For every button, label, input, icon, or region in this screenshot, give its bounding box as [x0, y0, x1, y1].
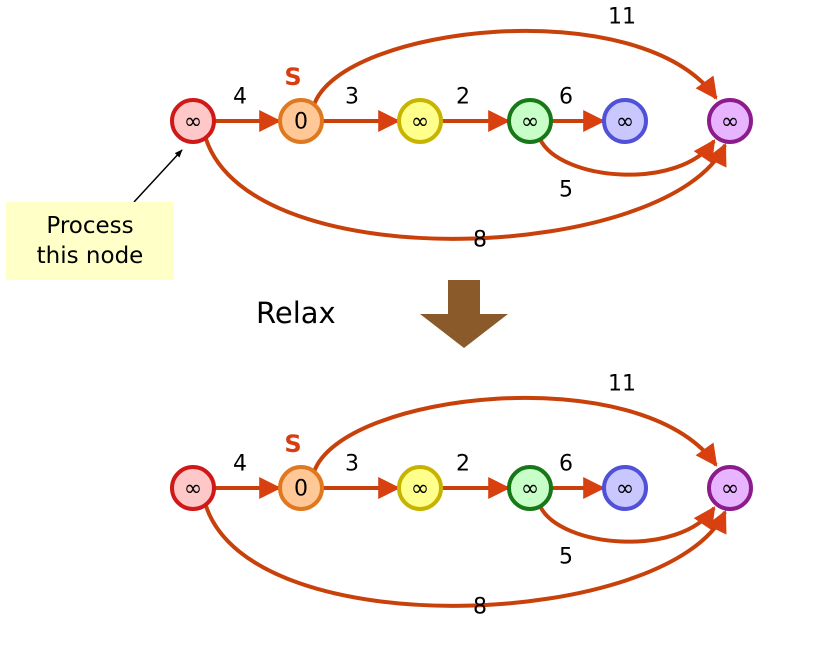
- top-edge-a-to-f: [204, 138, 727, 241]
- bottom-source-label: S: [284, 430, 301, 458]
- top-weight-a-to-s: 4: [233, 85, 247, 110]
- top-node-e-value: ∞: [616, 110, 634, 135]
- top-node-f: [707, 98, 753, 144]
- bottom-weight-d-to-f: 5: [559, 545, 573, 570]
- top-node-a: [170, 98, 216, 144]
- bottom-edge-d-to-f: [538, 505, 716, 544]
- top-weight-d-to-f: 5: [559, 178, 573, 203]
- top-weight-a-to-f: 8: [473, 228, 487, 253]
- bottom-weight-s-to-f: 11: [608, 372, 636, 397]
- bottom-weight-s-to-c: 3: [345, 452, 359, 477]
- top-node-f-value: ∞: [721, 110, 739, 135]
- top-node-d: [507, 98, 553, 144]
- bottom-node-s-value: 0: [294, 477, 308, 502]
- top-node-a-value: ∞: [184, 110, 202, 135]
- relax-label: Relax: [256, 296, 336, 330]
- bottom-edge-s-to-f: [312, 395, 718, 473]
- bottom-node-e-value: ∞: [616, 477, 634, 502]
- top-edge-d-to-f: [538, 138, 716, 177]
- bottom-node-f: [707, 465, 753, 511]
- graph-after-relax: 4 3 2 6 11 5 8 ∞ 0 ∞ ∞ ∞ ∞ S: [170, 372, 753, 620]
- callout-line-2: this node: [36, 243, 144, 269]
- process-node-callout: Process this node: [6, 202, 174, 280]
- bottom-node-c-value: ∞: [411, 477, 429, 502]
- bottom-weight-d-to-e: 6: [559, 452, 573, 477]
- bottom-node-e: [602, 465, 648, 511]
- top-weight-s-to-c: 3: [345, 85, 359, 110]
- bottom-node-s: [278, 465, 324, 511]
- bottom-weight-c-to-d: 2: [456, 452, 470, 477]
- bottom-weight-a-to-f: 8: [473, 595, 487, 620]
- bottom-weight-a-to-s: 4: [233, 452, 247, 477]
- graph-before-relax: 4 3 2 6 11 5 8 ∞ 0 ∞ ∞ ∞ ∞ S: [170, 5, 753, 253]
- top-node-s-value: 0: [294, 110, 308, 135]
- bottom-node-d: [507, 465, 553, 511]
- callout-pointer-line: [133, 149, 183, 203]
- bottom-node-d-value: ∞: [521, 477, 539, 502]
- bottom-node-a: [170, 465, 216, 511]
- callout-line-1: Process: [46, 213, 134, 239]
- top-weight-c-to-d: 2: [456, 85, 470, 110]
- top-node-c: [397, 98, 443, 144]
- down-arrow-icon: [420, 280, 508, 348]
- top-edge-s-to-f: [312, 28, 718, 106]
- top-node-d-value: ∞: [521, 110, 539, 135]
- top-source-label: S: [284, 63, 301, 91]
- bottom-node-f-value: ∞: [721, 477, 739, 502]
- bottom-node-a-value: ∞: [184, 477, 202, 502]
- top-node-c-value: ∞: [411, 110, 429, 135]
- top-node-s: [278, 98, 324, 144]
- top-weight-s-to-f: 11: [608, 5, 636, 30]
- bottom-edge-a-to-f: [204, 505, 727, 608]
- top-node-e: [602, 98, 648, 144]
- bottom-node-c: [397, 465, 443, 511]
- top-weight-d-to-e: 6: [559, 85, 573, 110]
